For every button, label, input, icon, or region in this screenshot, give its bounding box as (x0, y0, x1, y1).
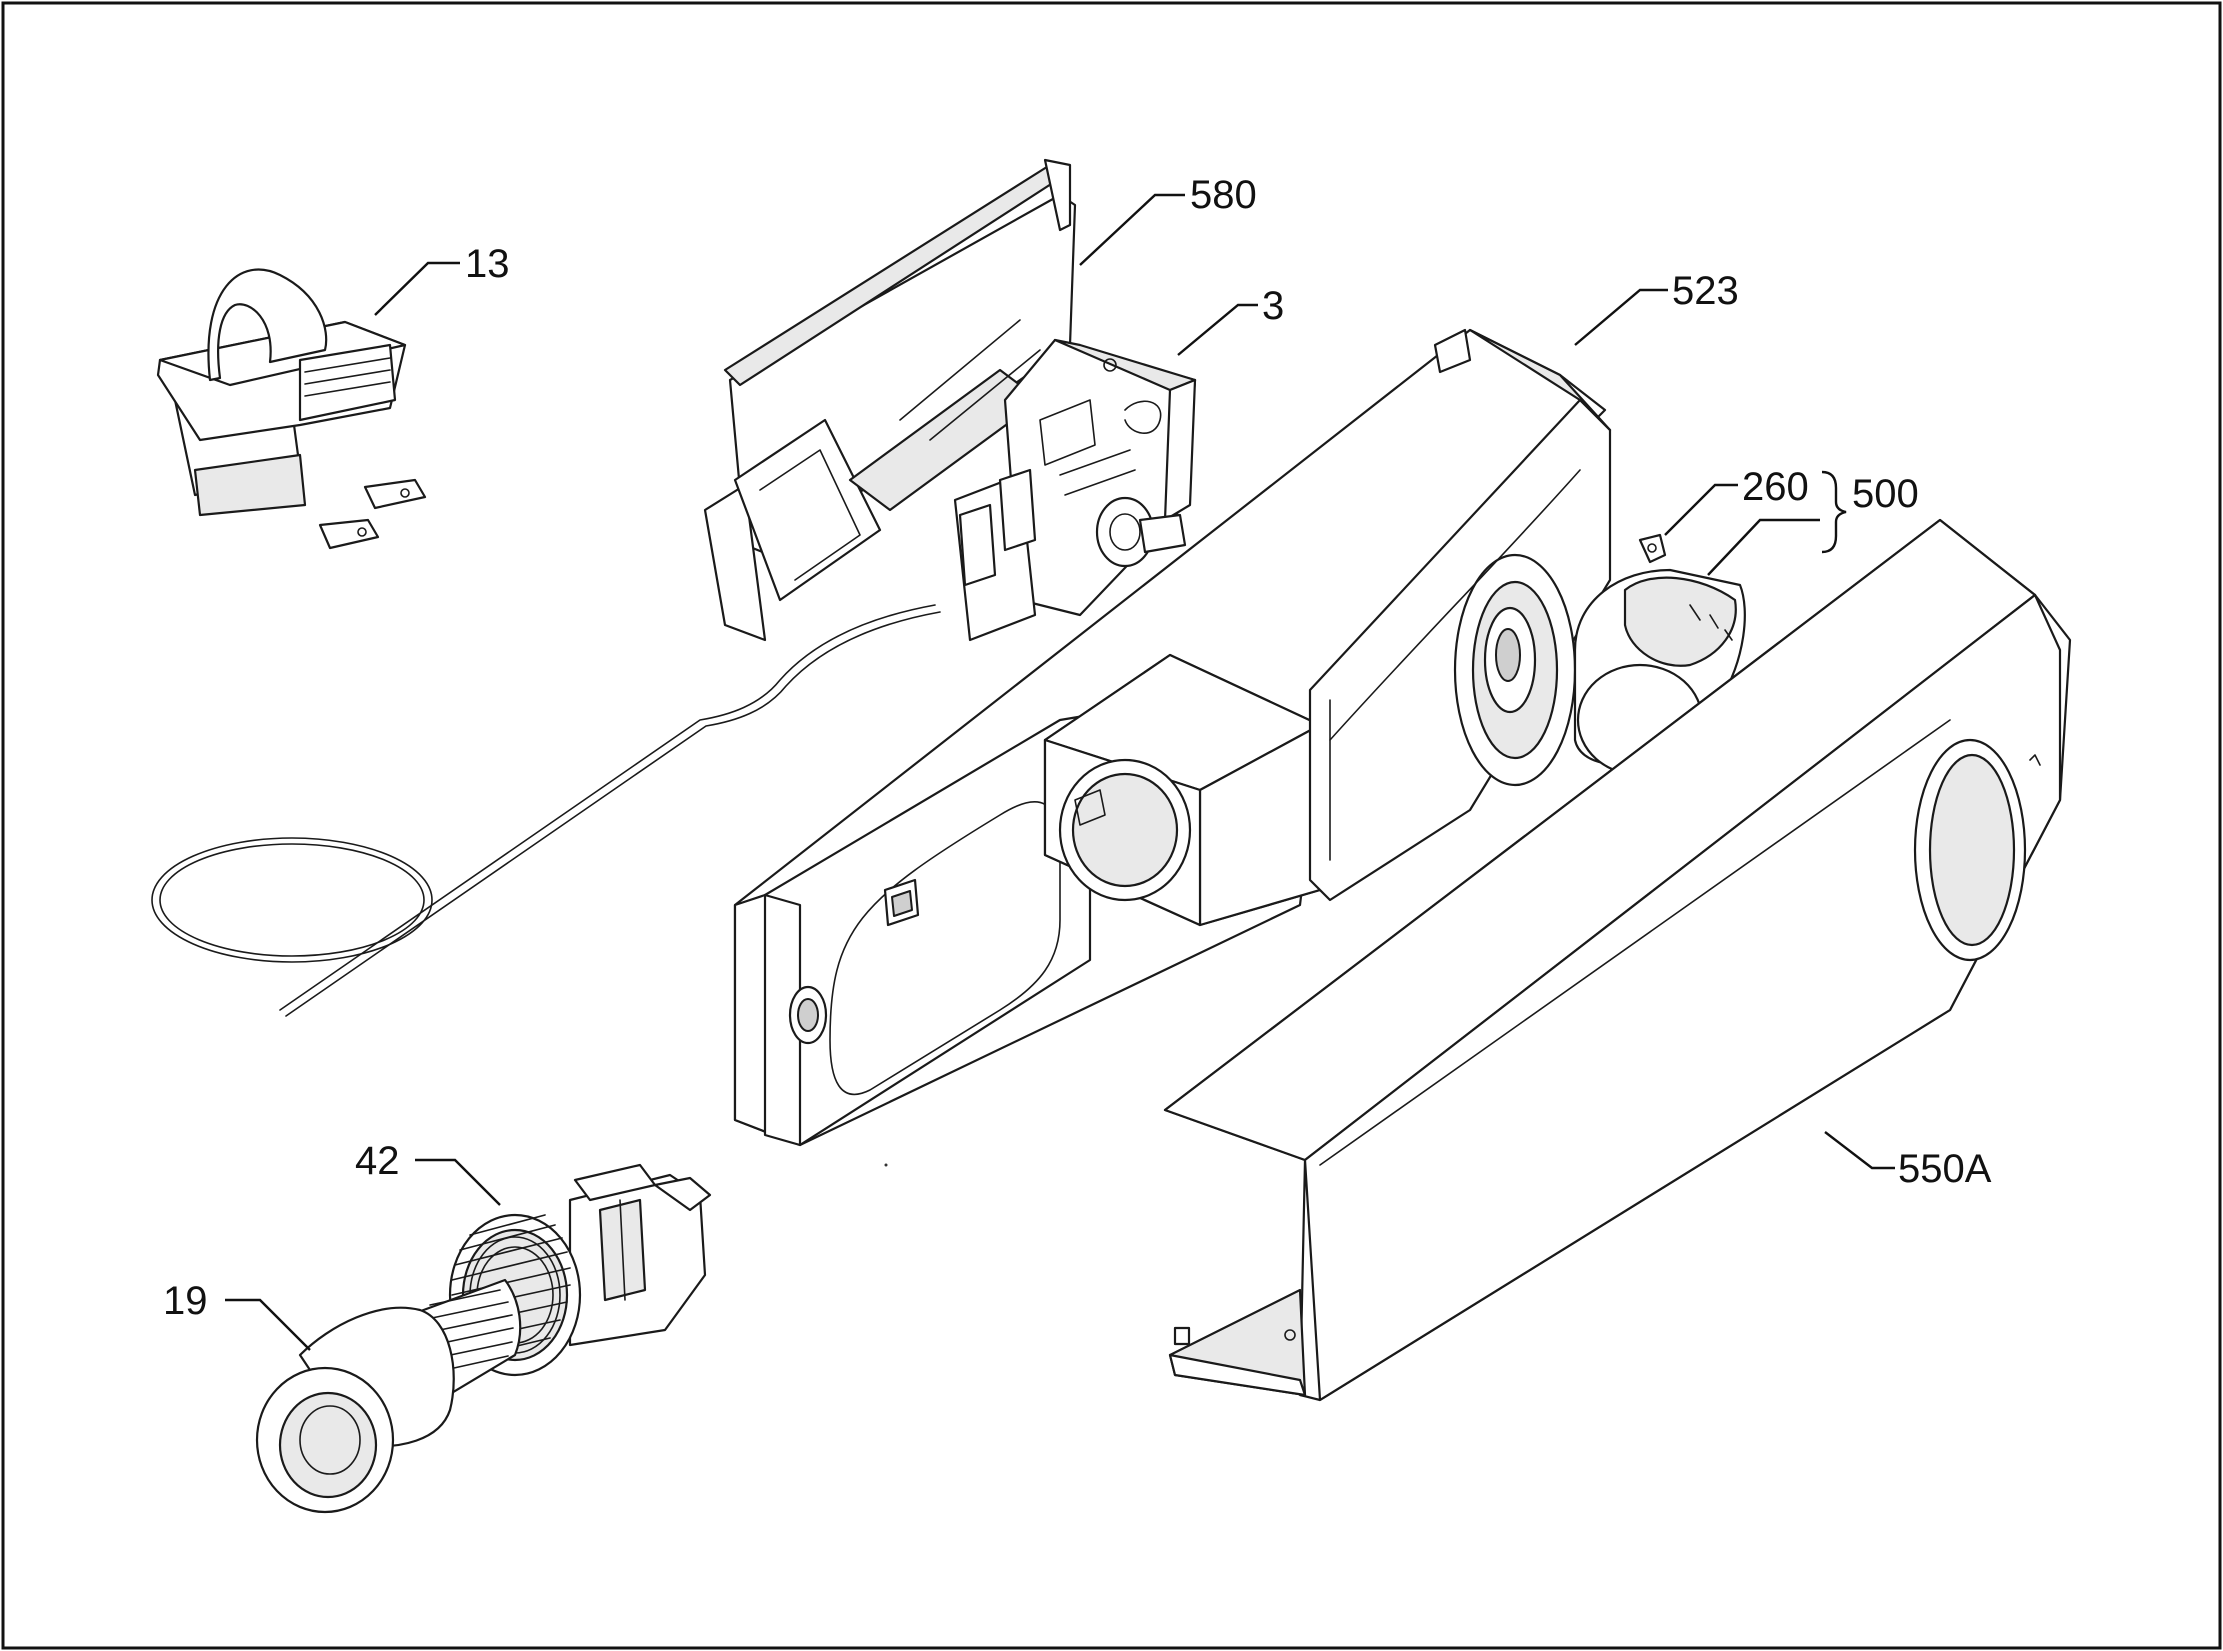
leader-42 (415, 1158, 501, 1206)
callout-13: 13 (465, 242, 510, 286)
callout-42: 42 (355, 1139, 400, 1183)
leader-580 (1079, 193, 1185, 266)
callout-labels: 580 13 3 523 260 500 42 19 550A (163, 173, 1992, 1323)
part-550A-front-cover (1163, 518, 2072, 1402)
callout-550A: 550A (1898, 1147, 1992, 1191)
callout-523: 523 (1672, 269, 1739, 313)
callout-19: 19 (163, 1279, 208, 1323)
leader-523 (1574, 288, 1668, 346)
part-13-rocker-switch (156, 268, 427, 550)
callout-580: 580 (1190, 173, 1257, 217)
leader-500 (1707, 518, 1820, 576)
leader-19 (225, 1298, 311, 1351)
leader-lines (225, 193, 1895, 1351)
callout-260: 260 (1742, 465, 1809, 509)
part-3-thermostat (151, 338, 1197, 1017)
leader-3 (1177, 303, 1258, 356)
leader-550A (1824, 1131, 1895, 1170)
callout-500: 500 (1852, 472, 1919, 516)
stray-dot (884, 1163, 888, 1167)
callout-3: 3 (1262, 284, 1284, 328)
part-260-indicator-clip (1638, 533, 1667, 564)
group-brace-260-500 (1821, 470, 1847, 554)
leader-13 (374, 261, 460, 316)
leader-260 (1664, 483, 1738, 536)
part-523-control-housing (733, 328, 1612, 1147)
part-19-lamp-bulb (255, 1278, 522, 1514)
part-580-thermostat-bracket (703, 158, 1077, 642)
